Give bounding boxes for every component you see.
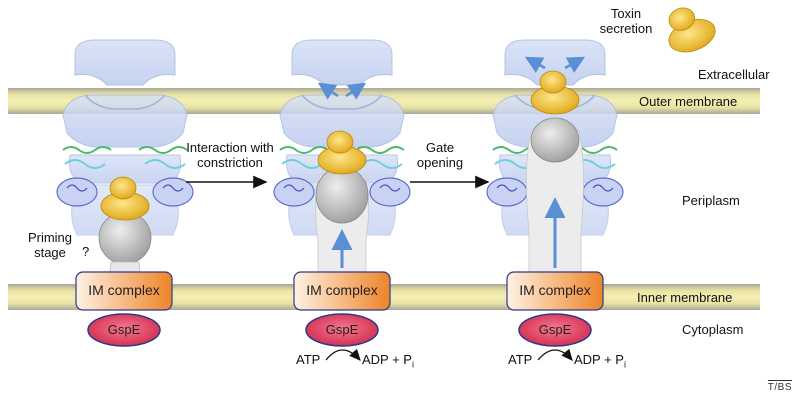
label-priming-stage: Priming stage [24, 230, 76, 260]
stage-3-assembly [486, 39, 624, 283]
atp-label-2: ATP [296, 352, 321, 367]
label-outer-membrane: Outer membrane [639, 94, 738, 109]
adp-text-2: ADP + P [362, 352, 412, 367]
atp-label-3: ATP [508, 352, 533, 367]
im-complex-3 [506, 271, 604, 311]
gspe-3 [518, 313, 592, 347]
gate-push-arrow-right [345, 82, 367, 100]
adp-text-3: ADP + P [574, 352, 624, 367]
gate-open-arrow-right [564, 56, 586, 73]
priming-question-mark: ? [82, 244, 90, 259]
gspe-1-label: GspE [107, 322, 141, 337]
stage-1-assembly [56, 39, 194, 283]
atp-hydrolysis-arrow-3 [537, 348, 573, 361]
im-complex-2-label: IM complex [306, 282, 378, 298]
im-complex-2 [293, 271, 391, 311]
label-extracellular: Extracellular [698, 67, 770, 82]
priming-line-1: Priming [27, 230, 73, 245]
gate-push-arrow-left [317, 82, 339, 100]
interaction-line-2: constriction [197, 155, 263, 170]
label-gate-opening: Gate opening [410, 140, 470, 170]
gate-open-arrow-left [524, 56, 546, 73]
pi-subscript-2: i [411, 359, 414, 370]
stage-2-assembly [273, 39, 411, 283]
label-interaction-with-constriction: Interaction with constriction [180, 140, 280, 170]
im-complex-3-label: IM complex [519, 282, 591, 298]
label-inner-membrane: Inner membrane [637, 290, 733, 305]
im-complex-1 [75, 271, 173, 311]
gspe-1 [87, 313, 161, 347]
atp-hydrolysis-arrow-2 [325, 348, 361, 361]
priming-line-2: stage [34, 245, 66, 260]
secreted-toxin [668, 7, 716, 53]
im-complex-1-label: IM complex [88, 282, 160, 298]
adp-label-3: ADP + Pi [574, 352, 626, 370]
gate-line-1: Gate [425, 140, 455, 155]
gspe-2 [305, 313, 379, 347]
gspe-3-label: GspE [538, 322, 572, 337]
gate-line-2: opening [416, 155, 464, 170]
secretin-cap [74, 39, 176, 86]
pi-subscript-3: i [623, 359, 626, 370]
interaction-line-1: Interaction with [186, 140, 274, 155]
adp-label-2: ADP + Pi [362, 352, 414, 370]
journal-credit: T/BS [767, 380, 792, 393]
gspe-2-label: GspE [325, 322, 359, 337]
label-toxin-secretion: Toxin secretion [598, 6, 654, 36]
toxin-secretion-line-1: Toxin [610, 6, 642, 21]
toxin-secretion-line-2: secretion [599, 21, 653, 36]
label-cytoplasm: Cytoplasm [682, 322, 744, 337]
label-periplasm: Periplasm [682, 193, 740, 208]
